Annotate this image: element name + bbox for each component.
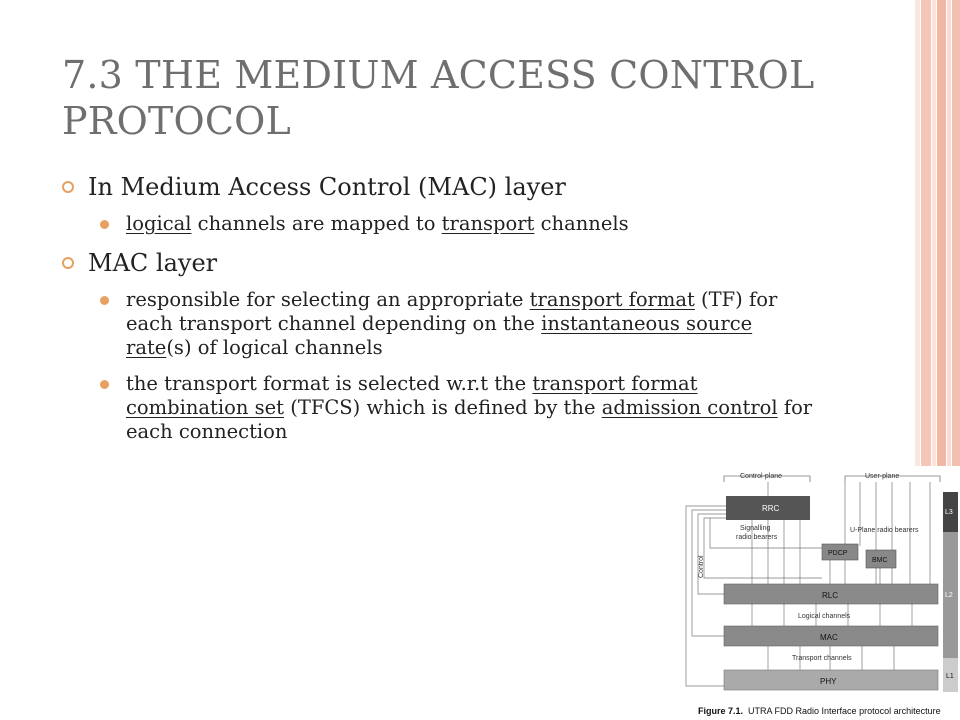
rlc-label: RLC	[822, 591, 838, 600]
edge-stripe	[915, 0, 920, 720]
transport-channels-label: Transport channels	[792, 655, 852, 662]
mac-label: MAC	[820, 633, 838, 642]
rlc-box	[723, 583, 939, 605]
term-admission-control: admission control	[601, 396, 778, 419]
edge-stripe	[932, 0, 936, 720]
architecture-diagram: Control-plane User-plane	[685, 473, 958, 692]
l3-label: L3	[945, 509, 953, 516]
phy-label: PHY	[820, 677, 837, 686]
signalling-label: Signalling	[740, 525, 770, 532]
term-logical: logical	[126, 212, 192, 235]
l2-label: L2	[945, 592, 953, 599]
dot-bullet-icon	[100, 380, 109, 389]
bullet-text: (TFCS) which is defined by the	[284, 396, 602, 419]
bmc-label: BMC	[872, 557, 888, 564]
bullet-text: (TF) for each transport channel dependin…	[126, 288, 778, 335]
mac-box	[723, 625, 939, 647]
bullet-level2: logical channels are mapped to transport…	[62, 212, 822, 236]
bullet-text: MAC layer	[88, 249, 218, 277]
logical-channels-label: Logical channels	[798, 613, 851, 620]
user-plane-bracket	[844, 475, 941, 482]
term-tfcs: transport format combination set	[126, 372, 698, 419]
term-transport-format: transport format	[529, 288, 695, 311]
control-plane-bracket	[723, 475, 811, 482]
slide-title: 7.3 THE MEDIUM ACCESS CONTROL PROTOCOL	[62, 53, 815, 143]
bullet-level1: MAC layer	[62, 248, 822, 278]
control-plane-label: Control-plane	[740, 473, 782, 480]
caption-label: Figure 7.1.	[698, 706, 744, 716]
pdcp-box	[821, 543, 859, 561]
rrc-box	[726, 496, 810, 520]
bullet-list: In Medium Access Control (MAC) layer log…	[62, 172, 822, 456]
user-plane-label: User-plane	[865, 473, 899, 480]
edge-stripe	[921, 0, 931, 720]
phy-box	[723, 669, 939, 691]
edge-stripes	[915, 0, 960, 720]
l1-label: L1	[946, 673, 954, 680]
layer-bar-l3	[943, 492, 958, 532]
dot-bullet-icon	[100, 220, 109, 229]
edge-stripe	[952, 0, 960, 720]
bullet-text: channels are mapped to	[191, 212, 442, 235]
ring-bullet-icon	[62, 181, 74, 193]
caption-text: UTRA FDD Radio Interface protocol archit…	[748, 706, 941, 716]
pdcp-label: PDCP	[828, 550, 848, 557]
term-transport: transport	[441, 212, 535, 235]
connector-lines	[685, 482, 931, 687]
figure-caption: Figure 7.1. UTRA FDD Radio Interface pro…	[698, 706, 941, 716]
rrc-label: RRC	[762, 504, 780, 513]
term-source-rate: instantaneous source rate	[126, 312, 753, 359]
bullet-text: responsible for selecting an appropriate	[126, 288, 530, 311]
bullet-level2: responsible for selecting an appropriate…	[62, 288, 822, 360]
edge-stripe	[937, 0, 946, 720]
bullet-level1: In Medium Access Control (MAC) layer	[62, 172, 822, 202]
control-label: Control	[698, 555, 705, 578]
dot-bullet-icon	[100, 296, 109, 305]
layer-bar-l1	[943, 658, 958, 692]
layer-bar-l2	[943, 532, 958, 658]
bullet-text: for each connection	[126, 396, 813, 443]
bullet-text: the transport format is selected w.r.t t…	[126, 372, 533, 395]
bullet-text: In Medium Access Control (MAC) layer	[88, 173, 566, 201]
protocol-architecture-figure: Control-plane User-plane	[680, 466, 960, 720]
radio-bearers-label: radio bearers	[736, 534, 778, 541]
bullet-text: channels	[534, 212, 629, 235]
edge-stripe	[947, 0, 951, 720]
uplane-bearers-label: U-Plane radio bearers	[850, 527, 919, 534]
bmc-box	[865, 549, 897, 569]
bullet-level2: the transport format is selected w.r.t t…	[62, 372, 822, 444]
ring-bullet-icon	[62, 257, 74, 269]
bullet-text: (s) of logical channels	[166, 336, 383, 359]
